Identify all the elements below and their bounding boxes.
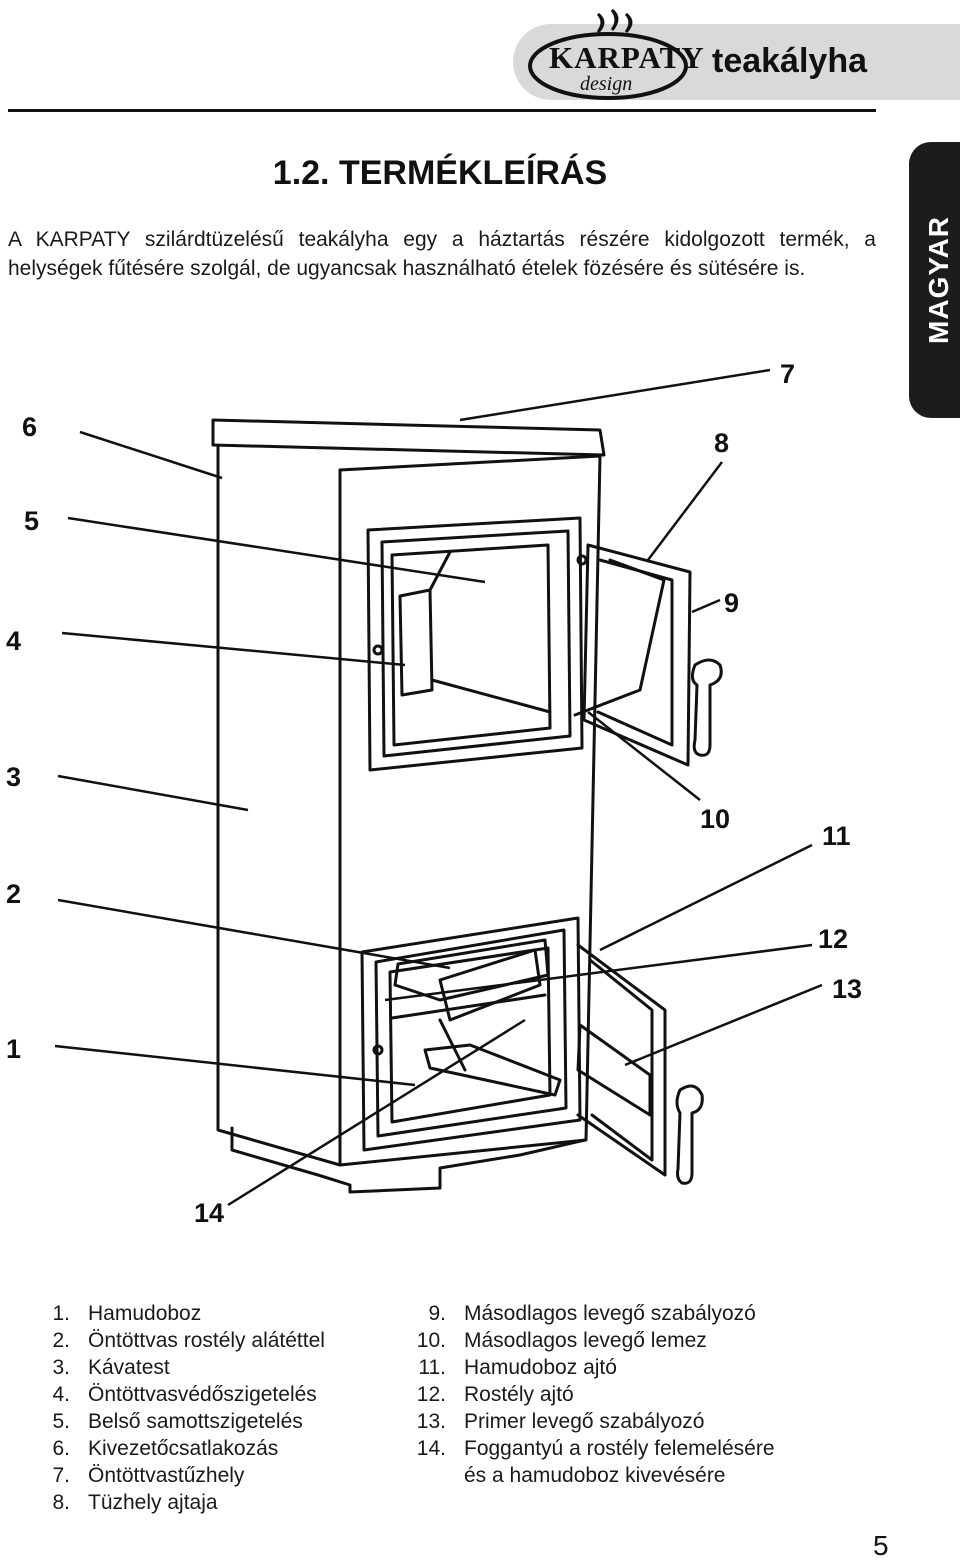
legend-item: 12. Rostély ajtó: [404, 1381, 775, 1408]
legend-number: 8.: [52, 1491, 70, 1514]
product-name: teakályha: [712, 42, 867, 80]
legend-item: 9. Másodlagos levegő szabályozó: [404, 1300, 775, 1327]
intro-paragraph: A KARPATY szilárdtüzelésű teakályha egy …: [8, 228, 876, 280]
language-tab-label: MAGYAR: [923, 216, 954, 344]
legend-item: 10. Másodlagos levegő lemez: [404, 1327, 775, 1354]
upper-door-handle: [690, 658, 723, 757]
legend-number: 3.: [52, 1356, 70, 1379]
legend-item: 8. Tüzhely ajtaja: [28, 1489, 325, 1516]
legend-text: és a hamudoboz kivevésére: [464, 1464, 726, 1487]
callout-5: 5: [24, 506, 39, 536]
legend-text: Hamudoboz: [88, 1302, 202, 1325]
legend-text: Másodlagos levegő lemez: [464, 1329, 707, 1352]
karpaty-logo: [528, 8, 688, 100]
callout-11: 11: [822, 821, 851, 851]
logo-subtext: design: [580, 73, 633, 95]
legend-number: 5.: [52, 1410, 70, 1433]
legend-number: 13.: [416, 1410, 446, 1433]
lower-door-handle: [675, 1084, 704, 1185]
legend-text: Öntöttvasvédőszigetelés: [88, 1383, 317, 1406]
legend-text: Primer levegő szabályozó: [464, 1410, 705, 1433]
logo-wordmark: KARPATY: [549, 40, 705, 75]
legend-number: 2.: [52, 1329, 70, 1352]
legend-text: Öntöttvas rostély alátéttel: [88, 1329, 325, 1352]
legend-text: Belső samottszigetelés: [88, 1410, 303, 1433]
legend-item: 13. Primer levegő szabályozó: [404, 1408, 775, 1435]
stove-top-plate: [211, 418, 606, 457]
legend-number: 14.: [416, 1437, 446, 1460]
legend-item: 1. Hamudoboz: [28, 1300, 325, 1327]
legend-number: 9.: [428, 1302, 446, 1325]
stove-feet: [230, 1126, 587, 1194]
legend-text: Hamudoboz ajtó: [464, 1356, 617, 1379]
legend-right-column: 9. Másodlagos levegő szabályozó 10. Másodl…: [404, 1300, 775, 1489]
legend-number: 12.: [416, 1383, 446, 1406]
legend-text: Kivezetőcsatlakozás: [88, 1437, 279, 1460]
callout-4: 4: [6, 626, 21, 656]
legend-item: 5. Belső samottszigetelés: [28, 1408, 325, 1435]
legend-text: Másodlagos levegő szabályozó: [464, 1302, 756, 1325]
lower-door-frame: [360, 916, 582, 1152]
legend-number: 11.: [418, 1356, 446, 1379]
legend-item-continuation: és a hamudoboz kivevésére: [404, 1462, 775, 1489]
callout-2: 2: [6, 879, 21, 909]
stove-body: [216, 444, 342, 1167]
legend-text: Foggantyú a rostély felemelésére: [464, 1437, 775, 1460]
callout-1: 1: [6, 1034, 21, 1064]
legend-item: 11. Hamudoboz ajtó: [404, 1354, 775, 1381]
legend-number: 7.: [52, 1464, 70, 1487]
legend-left-column: 1. Hamudoboz 2. Öntöttvas rostély alátétte…: [28, 1300, 325, 1516]
stove-diagram: 1 2 3 4 5 6 7 8 9 10 11 12 13 14: [6, 359, 862, 1228]
legend-number: 6.: [52, 1437, 70, 1460]
legend-item: 4. Öntöttvasvédőszigetelés: [28, 1381, 325, 1408]
callout-13: 13: [832, 974, 862, 1004]
upper-door: [582, 543, 692, 767]
legend-text: Rostély ajtó: [464, 1383, 574, 1406]
legend-number: 10.: [416, 1329, 446, 1352]
callout-9: 9: [724, 588, 739, 618]
ash-pan-handle: [423, 1043, 562, 1097]
legend-text: Öntöttvastűzhely: [88, 1464, 245, 1487]
grate: [393, 938, 550, 1002]
legend-item: 6. Kivezetőcsatlakozás: [28, 1435, 325, 1462]
callout-12: 12: [818, 924, 848, 954]
legend-text: Tüzhely ajtaja: [88, 1491, 218, 1514]
callout-10: 10: [700, 804, 730, 834]
legend-item: 14. Foggantyú a rostély felemelésére: [404, 1435, 775, 1462]
page-number: 5: [873, 1530, 889, 1561]
section-title: 1.2. TERMÉKLEÍRÁS: [272, 154, 608, 192]
callout-8: 8: [714, 428, 729, 458]
upper-door-frame: [366, 516, 584, 772]
language-tab: MAGYAR: [909, 142, 960, 418]
legend-item: 2. Öntöttvas rostély alátéttel: [28, 1327, 325, 1354]
callout-3: 3: [6, 762, 21, 792]
lower-door: [576, 943, 667, 1177]
legend-number: 1.: [52, 1302, 70, 1325]
legend-number: 4.: [52, 1383, 70, 1406]
legend-text: Kávatest: [88, 1356, 170, 1379]
header-divider: [8, 109, 876, 112]
legend-item: 3. Kávatest: [28, 1354, 325, 1381]
legend-item: 7. Öntöttvastűzhely: [28, 1462, 325, 1489]
callout-7: 7: [780, 359, 795, 389]
callout-6: 6: [22, 412, 37, 442]
callout-14: 14: [194, 1198, 224, 1228]
